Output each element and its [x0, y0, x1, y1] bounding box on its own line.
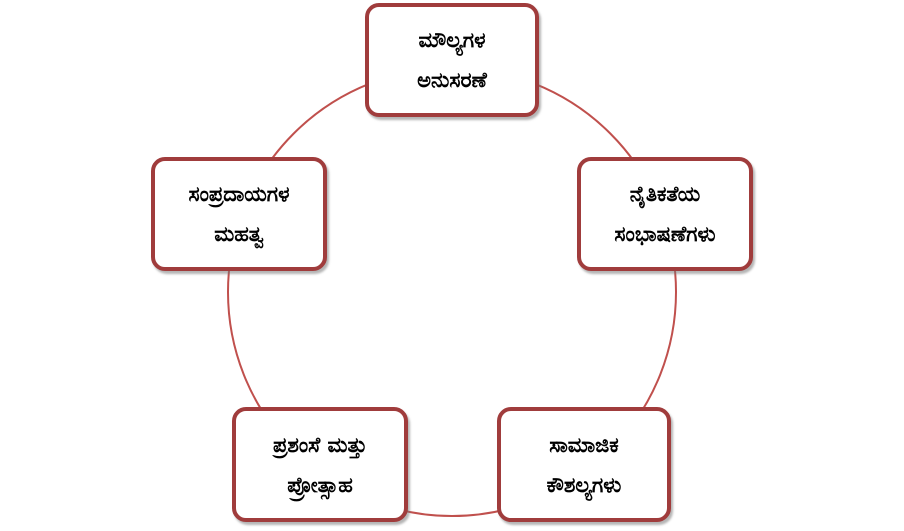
node-traditions-importance: ಸಂಪ್ರದಾಯಗಳ ಮಹತ್ವ [151, 157, 327, 271]
node-praise-encouragement-line-1: ಪ್ರಶಂಸೆ ಮತ್ತು [272, 432, 368, 457]
node-values-compliance: ಮೌಲ್ಯಗಳ ಅನುಸರಣೆ [365, 3, 539, 117]
node-praise-encouragement: ಪ್ರಶಂಸೆ ಮತ್ತು ಪ್ರೋತ್ಸಾಹ [232, 407, 408, 522]
node-values-compliance-line-2: ಅನುಸರಣೆ [417, 68, 487, 92]
node-ethics-conversations: ನೈತಿಕತೆಯ ಸಂಭಾಷಣೆಗಳು [577, 157, 753, 271]
node-ethics-conversations-line-2: ಸಂಭಾಷಣೆಗಳು [614, 222, 716, 246]
node-social-skills-line-2: ಕೌಶಲ್ಯಗಳು [546, 472, 622, 497]
node-traditions-importance-line-1: ಸಂಪ್ರದಾಯಗಳ [188, 182, 290, 206]
node-social-skills: ಸಾಮಾಜಿಕ ಕೌಶಲ್ಯಗಳು [497, 407, 671, 522]
node-traditions-importance-line-2: ಮಹತ್ವ [214, 222, 264, 246]
node-ethics-conversations-line-1: ನೈತಿಕತೆಯ [629, 182, 701, 206]
node-social-skills-line-1: ಸಾಮಾಜಿಕ [549, 432, 619, 457]
node-praise-encouragement-line-2: ಪ್ರೋತ್ಸಾಹ [287, 472, 353, 497]
node-values-compliance-line-1: ಮೌಲ್ಯಗಳ [418, 28, 486, 52]
